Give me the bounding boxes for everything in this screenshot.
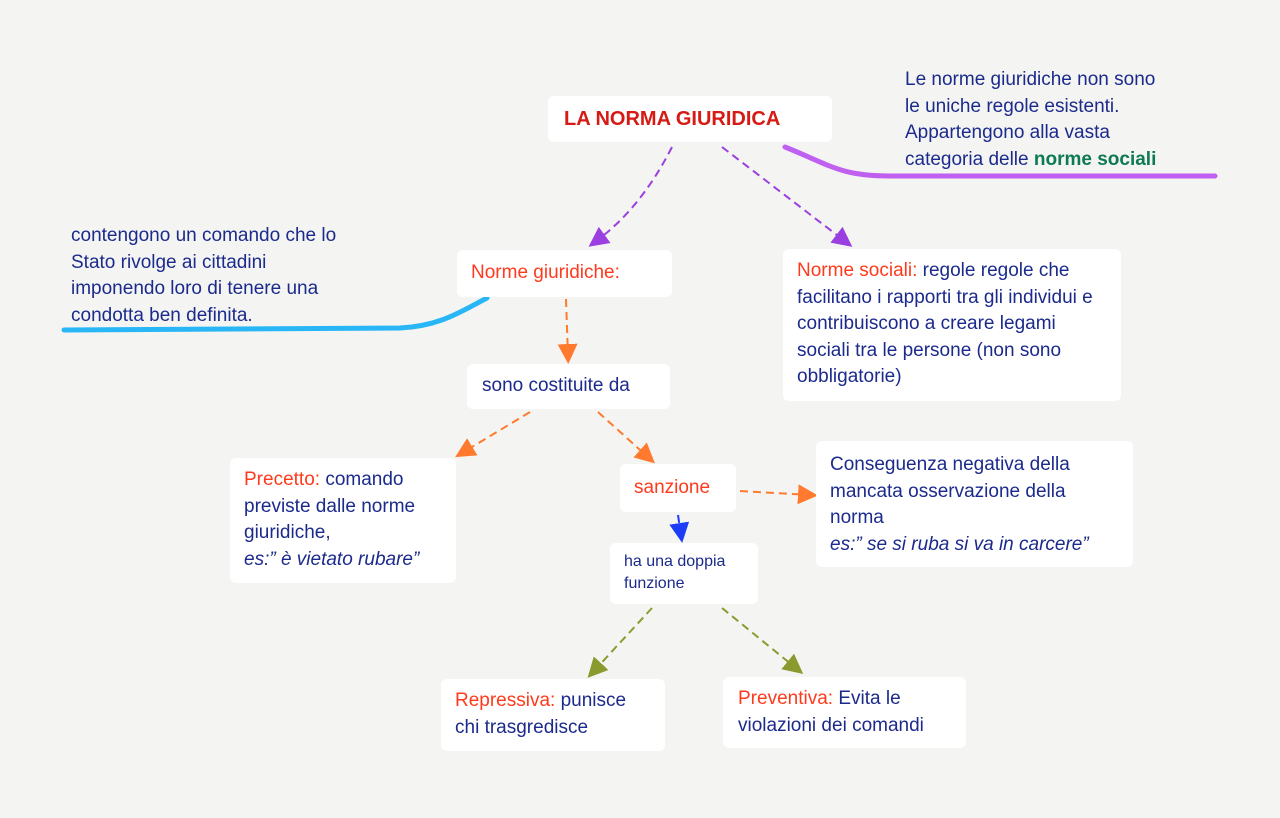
norme-giuridiche-node[interactable]: Norme giuridiche: [457, 250, 672, 297]
left-note-underline [61, 295, 490, 333]
norme-giuridiche-label: Norme giuridiche: [471, 262, 620, 283]
arrow-doppia-repressiva [587, 607, 653, 678]
sanzione-node[interactable]: sanzione [620, 464, 736, 512]
top-note-line: Appartengono alla vasta [905, 122, 1110, 143]
top-note-line: le uniche regole esistenti. [905, 95, 1120, 117]
arrow-title-giuridiche [588, 146, 673, 247]
precetto-text: comando previste dalle norme giuridiche, [244, 469, 416, 543]
title-text: LA NORMA GIURIDICA [564, 108, 781, 130]
doppia-funzione-label: ha una doppia funzione [624, 553, 726, 592]
conseguenza-example: es:” se si ruba si va in carcere” [830, 533, 1089, 555]
repressiva-text: punisce chi trasgredisce [455, 690, 627, 738]
costituite-node[interactable]: sono costituite da [467, 364, 670, 409]
left-note: contengono un comando che lo Stato rivol… [71, 223, 411, 329]
precetto-example: es:” è vietato rubare” [244, 548, 420, 570]
norme-sociali-label: Norme sociali: [797, 260, 918, 281]
arrow-doppia-preventiva [721, 607, 804, 675]
arrow-costituite-precetto [455, 411, 531, 458]
left-note-line: imponendo loro di tenere una [71, 278, 319, 299]
top-note-line: Le norme giuridiche non sono [905, 69, 1156, 90]
norme-sociali-text: regole regole che facilitano i rapporti … [797, 260, 1093, 387]
costituite-label: sono costituite da [482, 375, 630, 396]
precetto-label: Precetto: [244, 469, 321, 490]
precetto-node[interactable]: Precetto: comando previste dalle norme g… [230, 458, 456, 583]
arrow-sanzione-doppia [669, 514, 690, 543]
preventiva-node[interactable]: Preventiva: Evita le violazioni dei coma… [723, 677, 966, 748]
conseguenza-text: Conseguenza negativa della mancata osser… [830, 454, 1070, 528]
arrow-giuridiche-costituite [557, 298, 578, 364]
norme-sociali-node[interactable]: Norme sociali: regole regole che facilit… [783, 249, 1121, 401]
left-note-line: condotta ben definita. [71, 304, 253, 326]
sanzione-label: sanzione [634, 477, 711, 498]
left-note-line: Stato rivolge ai cittadini [71, 251, 267, 273]
top-note-highlight: norme sociali [1033, 148, 1157, 170]
conseguenza-node[interactable]: Conseguenza negativa della mancata osser… [816, 441, 1133, 567]
arrow-costituite-sanzione [597, 411, 655, 464]
top-note-line: categoria delle [905, 148, 1034, 170]
repressiva-node[interactable]: Repressiva: punisce chi trasgredisce [441, 679, 665, 751]
doppia-funzione-node[interactable]: ha una doppia funzione [610, 543, 758, 604]
preventiva-label: Preventiva: [738, 688, 834, 709]
title-node[interactable]: LA NORMA GIURIDICA [548, 96, 832, 142]
arrow-sanzione-conseguenza [739, 484, 818, 505]
top-note-underline [782, 144, 1218, 179]
top-note: Le norme giuridiche non sono le uniche r… [905, 67, 1225, 173]
arrow-title-sociali [721, 146, 853, 247]
preventiva-text: Evita le violazioni dei comandi [738, 688, 924, 736]
repressiva-label: Repressiva: [455, 690, 556, 711]
left-note-line: contengono un comando che lo [71, 225, 337, 246]
